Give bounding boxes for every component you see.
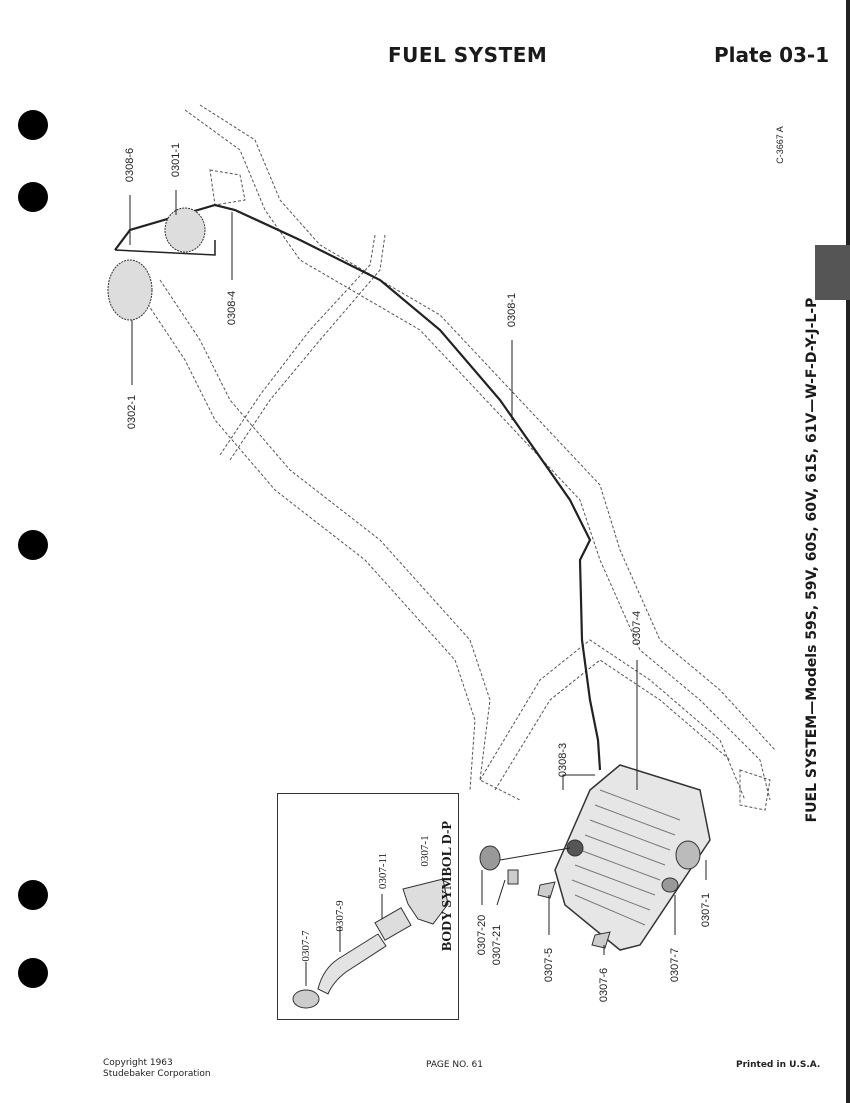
tank-cap <box>661 877 679 893</box>
callout-0308-1: 0308-1 <box>506 292 518 328</box>
fuel-tank <box>554 764 711 951</box>
callout-0308-6: 0308-6 <box>124 147 136 183</box>
cap <box>292 989 320 1009</box>
leader-lines <box>129 190 707 955</box>
neck-tube <box>317 933 387 995</box>
hose <box>374 907 412 941</box>
page-edge <box>846 0 850 1103</box>
callout-0307-20: 0307-20 <box>476 914 488 956</box>
callout-0308-4: 0308-4 <box>226 290 238 326</box>
callout-0307-21: 0307-21 <box>491 924 503 966</box>
page-title: FUEL SYSTEM <box>388 43 548 67</box>
section-tab <box>815 245 850 300</box>
filler-neck <box>675 840 701 870</box>
copyright-line-1: Copyright 1963 <box>103 1058 173 1068</box>
strap-bracket <box>591 931 611 949</box>
strap-bracket <box>537 881 556 899</box>
tank-spout <box>402 878 449 925</box>
fuel-line <box>114 203 602 771</box>
binder-hole <box>18 958 48 988</box>
gasket <box>507 869 519 885</box>
callout-0307-6: 0307-6 <box>598 967 610 1003</box>
inset-title: BODY SYMBOL D-P <box>440 820 455 952</box>
binder-hole <box>18 110 48 140</box>
copyright-line-2: Studebaker Corporation <box>103 1069 211 1079</box>
callout-0307-5: 0307-5 <box>543 947 555 983</box>
inset-callout-0307-1: 0307-1 <box>419 835 431 867</box>
tank-ribs <box>571 789 681 926</box>
callout-0308-3: 0308-3 <box>557 742 569 778</box>
carburetor <box>164 207 206 253</box>
binder-hole <box>18 182 48 212</box>
inset-callout-0307-9: 0307-9 <box>334 900 346 932</box>
page-number: PAGE NO. 61 <box>426 1060 483 1070</box>
frame-outline <box>144 104 776 811</box>
binder-hole <box>18 530 48 560</box>
inset-callout-0307-7: 0307-7 <box>300 930 312 962</box>
tank-unit <box>566 839 584 857</box>
sending-unit <box>479 845 501 871</box>
inset-callout-0307-11: 0307-11 <box>377 852 389 890</box>
callout-0302-1: 0302-1 <box>126 394 138 430</box>
fuel-pump <box>107 259 153 321</box>
callout-0307-1: 0307-1 <box>700 892 712 928</box>
plate-number: Plate 03-1 <box>714 43 830 67</box>
fuel-line-loop <box>114 240 216 256</box>
printed-in: Printed in U.S.A. <box>736 1060 821 1070</box>
inset-body-symbol-dp: 0307-7 0307-9 0307-11 0307-1 BODY SYMBOL… <box>277 793 459 1020</box>
callout-0301-1: 0301-1 <box>170 142 182 178</box>
filler-neck-detail <box>292 878 449 1009</box>
callout-0307-4: 0307-4 <box>631 610 643 646</box>
binder-hole <box>18 880 48 910</box>
callout-0307-7: 0307-7 <box>669 947 681 983</box>
